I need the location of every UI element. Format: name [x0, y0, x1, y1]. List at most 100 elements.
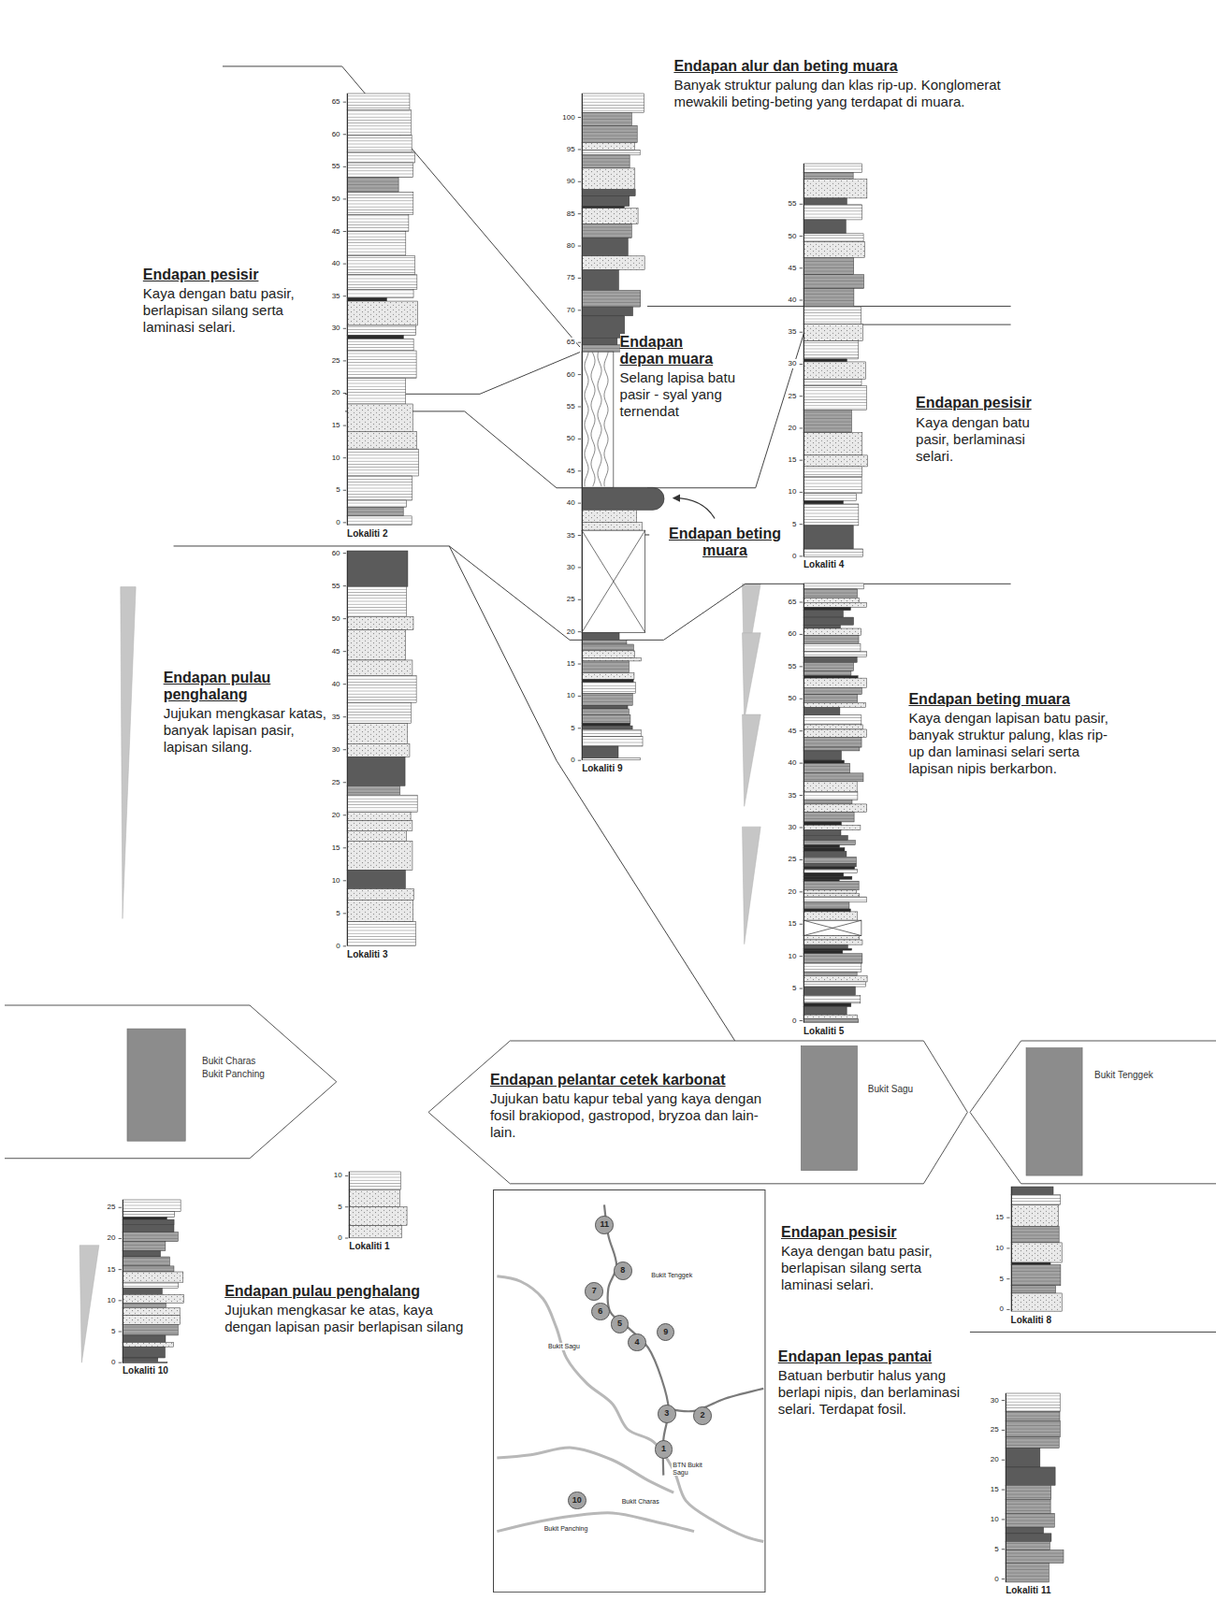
depth-label: 25 [989, 1425, 1000, 1435]
rock-bed [803, 825, 861, 831]
depth-label: 45 [787, 726, 798, 737]
limestone-outline [428, 1041, 968, 1185]
depth-tick [799, 924, 803, 926]
rock-bed [803, 549, 864, 557]
rock-bed [803, 781, 857, 793]
rock-bed [1011, 1205, 1058, 1228]
depth-label: 35 [565, 531, 577, 541]
rock-bed [348, 1189, 401, 1207]
rock-bed [803, 963, 862, 972]
rock-bed [803, 822, 841, 826]
rock-bed [803, 882, 859, 892]
rock-bed [803, 603, 867, 608]
rock-bed [581, 189, 636, 197]
rock-bed [803, 760, 844, 764]
depth-label: 15 [994, 1213, 1005, 1223]
rock-bed [803, 963, 862, 972]
rock-bed [347, 432, 417, 450]
rock-bed [348, 1207, 407, 1227]
rock-bed [581, 150, 640, 157]
rock-bed [803, 708, 840, 716]
river-line [497, 1275, 765, 1542]
rock-bed [348, 1226, 402, 1239]
rock-bed [581, 673, 635, 681]
rock-bed [347, 630, 406, 661]
rock-bed [803, 848, 845, 853]
rock-bed [581, 488, 665, 511]
place-name: Bukit Tenggek [650, 1272, 694, 1280]
rock-bed [1011, 1187, 1054, 1196]
column-axis [803, 163, 805, 557]
rock-bed [803, 804, 868, 812]
rock-bed [803, 921, 862, 937]
rock-bed [347, 162, 414, 178]
rock-bed [803, 219, 846, 234]
rock-bed [347, 256, 415, 276]
rock-bed [581, 126, 637, 144]
rock-bed [347, 404, 413, 432]
depth-tick [118, 1300, 122, 1302]
rock-bed [1005, 1485, 1052, 1500]
lithology-column [348, 1172, 408, 1239]
rock-bed [581, 290, 641, 308]
rock-bed [803, 708, 840, 716]
rock-bed [803, 869, 858, 874]
rock-bed [803, 500, 843, 504]
depth-label: 5 [993, 1545, 999, 1555]
stratigraphic-column: Lokaliti 11 [1005, 1393, 1067, 1583]
depth-label: 20 [565, 627, 577, 637]
rock-bed [803, 867, 855, 870]
depth-label: 5 [336, 1202, 343, 1213]
rock-bed [581, 316, 625, 338]
depth-label: 20 [989, 1455, 1000, 1465]
depth-tick [343, 716, 347, 718]
depth-tick [799, 763, 803, 765]
rock-bed [803, 678, 867, 688]
rock-bed [347, 786, 401, 797]
rock-bed [803, 986, 855, 996]
depth-label: 0 [998, 1304, 1005, 1315]
limestone-unit: Bukit Tenggek [969, 1041, 1216, 1185]
rock-bed [803, 454, 869, 466]
rock-bed [803, 198, 847, 205]
rock-bed [122, 1200, 181, 1212]
rock-bed [803, 873, 844, 878]
rock-bed [347, 796, 418, 813]
rock-bed [348, 1207, 407, 1227]
rock-bed [581, 126, 637, 144]
rock-bed [122, 1342, 174, 1347]
rock-bed [347, 350, 417, 378]
rock-bed [581, 206, 624, 209]
rock-bed [581, 352, 614, 489]
depth-tick [799, 555, 803, 557]
rock-bed [1005, 1467, 1056, 1486]
rock-bed [803, 747, 860, 752]
rock-bed [347, 889, 414, 901]
depth-label: 20 [787, 423, 798, 434]
depth-tick [799, 730, 803, 732]
depth-tick [578, 246, 581, 247]
rock-bed [803, 715, 862, 725]
rock-bed [347, 177, 399, 193]
rock-bed [803, 676, 858, 679]
rock-bed [803, 873, 844, 878]
rock-bed [347, 335, 404, 340]
rock-bed [803, 840, 855, 846]
rock-bed [803, 198, 847, 205]
rock-bed [347, 192, 414, 216]
depth-label: 10 [787, 952, 798, 962]
rock-bed [581, 93, 645, 114]
rock-bed [803, 628, 862, 636]
facies-heading: Endapan beting muara [653, 525, 797, 560]
rock-bed [347, 289, 414, 299]
locality-marker: 4 [627, 1333, 647, 1353]
rock-bed [803, 972, 857, 977]
depth-label: 45 [331, 227, 342, 237]
rock-bed [581, 113, 632, 127]
locality-marker: 7 [584, 1282, 604, 1302]
depth-tick [578, 342, 581, 344]
rock-bed [347, 516, 412, 526]
rock-bed [803, 688, 862, 695]
depth-tick [578, 503, 581, 505]
